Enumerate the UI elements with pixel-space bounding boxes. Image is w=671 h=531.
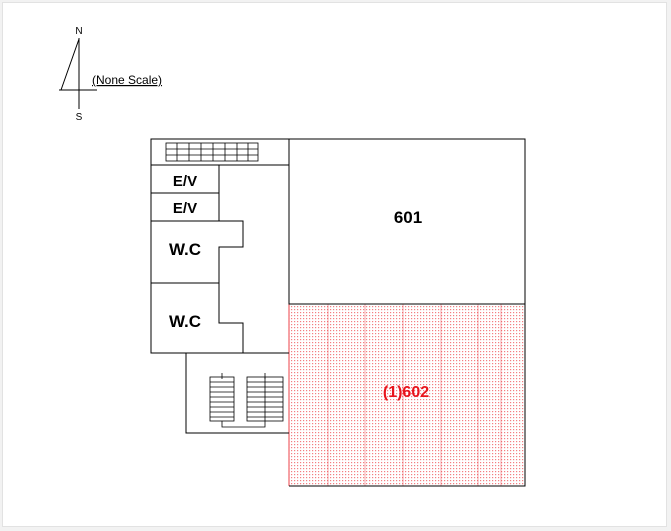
elevator-1-label: E/V [173,173,197,190]
north-arrow: N S (None Scale) [59,26,162,123]
south-label: S [76,112,83,123]
staircase [209,373,284,428]
elevator-2-label: E/V [173,200,197,217]
floor-plan: N S (None Scale) [59,26,526,487]
ventilation-grille [165,142,259,162]
walls [150,138,526,487]
floor-plan-frame: N S (None Scale) [2,2,667,527]
unit-601-label: 601 [394,208,422,227]
wc-2-label: W.C [169,312,201,331]
scale-note: (None Scale) [92,73,162,87]
unit-602-area [288,304,525,486]
north-label: N [75,26,82,37]
unit-602-label: (1)602 [383,384,429,401]
wc-1-label: W.C [169,240,201,259]
